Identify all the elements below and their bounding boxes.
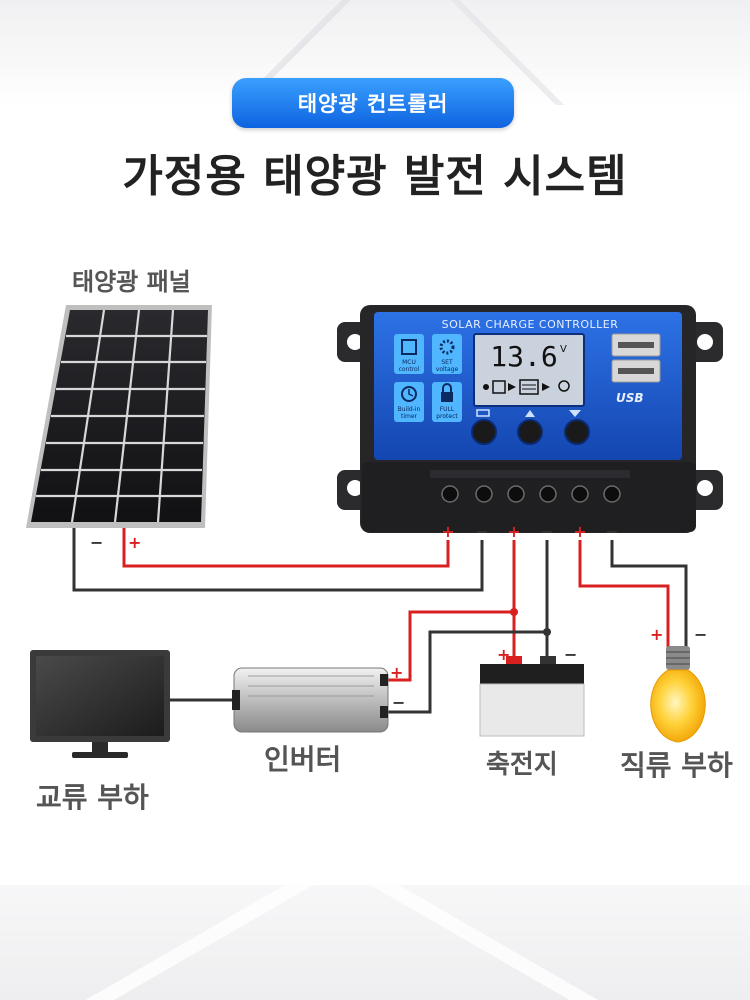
- wire-load-positive: [578, 540, 670, 650]
- terminal-1: +: [441, 522, 454, 541]
- lcd-flow-icons: [483, 379, 570, 395]
- terminal-3: +: [507, 522, 520, 541]
- svg-text:−: −: [694, 625, 707, 644]
- light-bulb-illustration: + −: [650, 625, 707, 743]
- label-ac-load: 교류 부하: [36, 781, 149, 814]
- terminal-5: +: [573, 522, 586, 541]
- lcd-unit: V: [560, 344, 567, 355]
- label-battery: 축전지: [486, 750, 558, 780]
- svg-text:Build-in: Build-in: [398, 406, 421, 413]
- svg-text:protect: protect: [436, 413, 458, 420]
- lcd-voltage: 13.6: [490, 340, 557, 373]
- svg-text:FULL: FULL: [440, 406, 455, 413]
- junction-negative: [543, 628, 551, 636]
- category-badge: 태양광 컨트롤러: [232, 78, 514, 128]
- wire-panel-positive: [122, 528, 450, 568]
- inverter-illustration: + −: [232, 663, 405, 733]
- controller-label: SOLAR CHARGE CONTROLLER: [442, 318, 619, 331]
- terminal-4: −: [540, 522, 553, 541]
- battery-illustration: + −: [479, 645, 585, 737]
- label-dc-load: 직류 부하: [620, 749, 733, 782]
- svg-text:SET: SET: [441, 359, 453, 366]
- function-buttons: MCU control SET voltage Build-in timer F…: [394, 334, 462, 422]
- wire-panel-negative: [72, 528, 484, 592]
- wire-load-negative: [610, 540, 688, 650]
- wires: [72, 528, 688, 714]
- terminal-6: −: [605, 522, 618, 541]
- svg-text:−: −: [90, 533, 103, 552]
- bottom-background: [0, 885, 750, 1000]
- up-button: [517, 419, 543, 445]
- menu-button: [471, 419, 497, 445]
- svg-text:+: +: [128, 533, 141, 552]
- clock-icon: [401, 386, 417, 402]
- top-background: [0, 0, 750, 105]
- svg-text:timer: timer: [401, 413, 418, 420]
- lock-icon: [441, 392, 453, 402]
- terminal-2: −: [475, 522, 488, 541]
- svg-text:+: +: [390, 663, 403, 682]
- wire-inverter-positive: [388, 610, 514, 682]
- down-button: [564, 419, 590, 445]
- svg-text:−: −: [392, 693, 405, 712]
- junction-positive: [510, 608, 518, 616]
- svg-text:+: +: [497, 645, 510, 664]
- svg-text:+: +: [650, 625, 663, 644]
- gear-icon: [439, 339, 455, 355]
- usb-label: USB: [616, 391, 644, 405]
- label-inverter: 인버터: [264, 743, 342, 776]
- mcu-chip-icon: [401, 339, 417, 355]
- wire-inverter-negative: [388, 630, 547, 714]
- solar-panel-illustration: − +: [26, 305, 212, 552]
- label-solar-panel: 태양광 패널: [72, 268, 191, 296]
- svg-text:MCU: MCU: [402, 359, 416, 366]
- lcd-screen: [473, 333, 585, 407]
- terminal-screws: [441, 485, 621, 503]
- svg-text:voltage: voltage: [436, 366, 459, 373]
- monitor-illustration: [30, 650, 170, 758]
- page-title: 가정용 태양광 발전 시스템: [122, 151, 628, 202]
- charge-controller: SOLAR CHARGE CONTROLLER MCU control SET …: [337, 305, 723, 533]
- terminal-labels: + − + − + −: [441, 522, 618, 541]
- svg-text:control: control: [399, 366, 420, 373]
- svg-text:−: −: [564, 645, 577, 664]
